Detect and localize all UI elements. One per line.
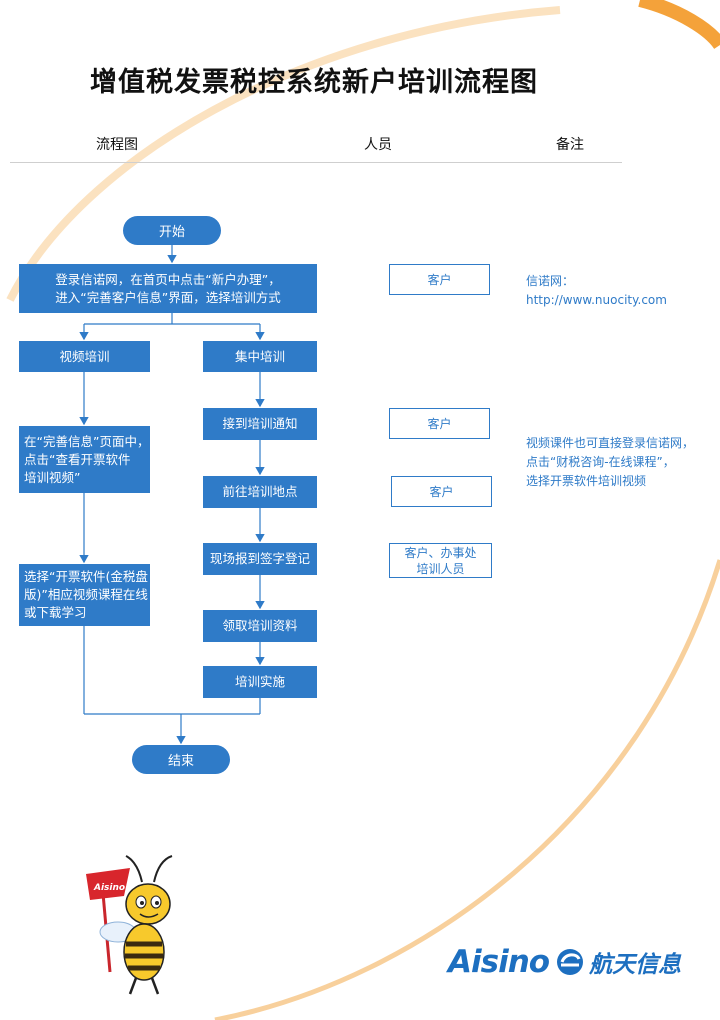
notify-step: 接到培训通知 — [203, 408, 317, 440]
logo-brand-cn: 航天信息 — [589, 952, 682, 978]
video-step-select-course: 选择“开票软件(金税盘 版)”相应视频课程在线 或下载学习 — [19, 564, 150, 626]
column-header-person: 人员 — [364, 137, 392, 153]
aisino-logo: Aisino 航天信息 — [448, 944, 681, 980]
video-training-step: 视频培训 — [19, 341, 150, 372]
materials-step: 领取培训资料 — [203, 610, 317, 642]
login-step: 登录信诺网，在首页中点击“新户办理”， 进入“完善客户信息”界面，选择培训方式 — [19, 264, 317, 313]
central-training-step: 集中培训 — [203, 341, 317, 372]
implement-step: 培训实施 — [203, 666, 317, 698]
aisino-emblem-icon — [557, 949, 584, 975]
go-site-step: 前往培训地点 — [203, 476, 317, 508]
mascot-flag-text: Aisino — [93, 883, 125, 893]
page-title: 增值税发票税控系统新户培训流程图 — [90, 67, 538, 98]
note-website: 信诺网： http://www.nuocity.com — [526, 274, 667, 307]
person-customer-2: 客户 — [389, 408, 490, 439]
column-header-flow: 流程图 — [96, 137, 138, 153]
bee-mascot-icon: Aisino — [86, 855, 173, 995]
person-customer-trainer: 客户、办事处 培训人员 — [389, 543, 492, 578]
start-node: 开始 — [123, 216, 221, 245]
person-customer-1: 客户 — [389, 264, 490, 295]
column-header-note: 备注 — [556, 137, 584, 153]
register-step: 现场报到签字登记 — [203, 543, 317, 575]
person-customer-3: 客户 — [391, 476, 492, 507]
end-node: 结束 — [132, 745, 230, 774]
note-video-courses: 视频课件也可直接登录信诺网， 点击“财税咨询-在线课程”， 选择开票软件培训视频 — [526, 436, 695, 488]
video-step-open-page: 在“完善信息”页面中， 点击“查看开票软件 培训视频” — [19, 426, 150, 493]
header-divider — [10, 162, 622, 163]
logo-brand-en: Aisino — [448, 944, 550, 980]
